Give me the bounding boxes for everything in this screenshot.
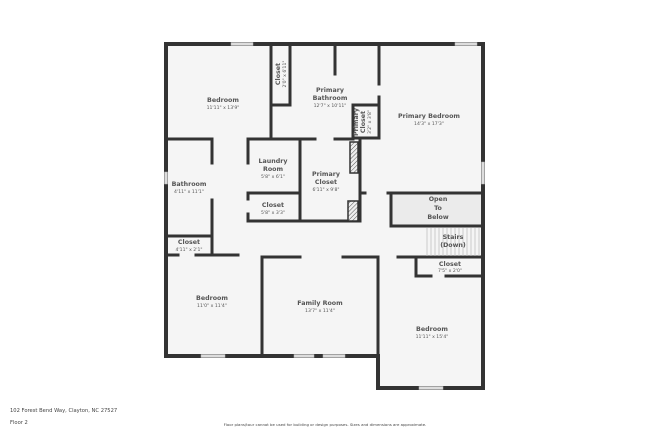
room-name: Primary — [312, 171, 340, 178]
room-dimensions: 3'2" x 3'8" — [367, 110, 373, 134]
open-to-below-area — [391, 194, 483, 226]
room-name: Below — [427, 214, 449, 221]
room-dimensions: 2'0" x 6'11" — [282, 60, 288, 87]
interior-walls — [164, 42, 485, 390]
room-dimensions: 14'3" x 17'3" — [414, 121, 444, 127]
room-name: Primary Bedroom — [398, 113, 460, 120]
hatched-column — [349, 141, 359, 174]
room-name: Laundry — [259, 158, 288, 165]
stairs-treads — [426, 228, 480, 256]
room-name: Closet — [275, 63, 282, 85]
room-dimensions: 12'7" x 10'11" — [314, 103, 347, 109]
room-name: Family Room — [297, 300, 343, 307]
room-name: Stairs — [443, 234, 464, 241]
room-name: Bedroom — [196, 295, 228, 302]
room-name: Primary — [353, 108, 360, 136]
room-dimensions: 7'5" x 2'0" — [438, 268, 462, 274]
address: 102 Forest Bend Way, Clayton, NC 27527 — [10, 408, 118, 414]
disclaimer: Floor plans/tour cannot be used for buil… — [223, 422, 427, 427]
room-name: Bathroom — [172, 181, 207, 188]
room-name: To — [434, 205, 442, 212]
room-name: (Down) — [440, 242, 466, 249]
room-name: Bedroom — [416, 326, 448, 333]
room-dimensions: 13'7" x 11'4" — [305, 308, 335, 314]
room-dimensions: 11'11" x 15'4" — [416, 334, 449, 340]
floor-area — [166, 44, 483, 388]
room-dimensions: 6'11" x 9'8" — [312, 187, 339, 193]
room-name: Bedroom — [207, 97, 239, 104]
room-name: Room — [263, 166, 284, 173]
room-name: Closet — [315, 179, 337, 186]
hatched-column — [347, 200, 359, 222]
floor-label: Floor 2 — [10, 420, 28, 426]
room-dimensions: 5'8" x 6'1" — [261, 174, 285, 180]
room-name: Closet — [262, 202, 284, 209]
room-name: Primary — [316, 87, 344, 94]
room-name: Open — [429, 196, 448, 203]
room-name: Closet — [439, 261, 461, 268]
windows — [164, 42, 485, 390]
room-dimensions: 11'0" x 11'4" — [197, 303, 227, 309]
room-dimensions: 4'11" x 11'1" — [174, 189, 204, 195]
room-name: Bathroom — [313, 95, 348, 102]
room-name: Closet — [178, 239, 200, 246]
room-dimensions: 4'11" x 2'1" — [175, 247, 202, 253]
room-dimensions: 5'8" x 3'3" — [261, 210, 285, 216]
room-dimensions: 11'11" x 13'9" — [207, 105, 240, 111]
room-name: Closet — [360, 111, 367, 133]
